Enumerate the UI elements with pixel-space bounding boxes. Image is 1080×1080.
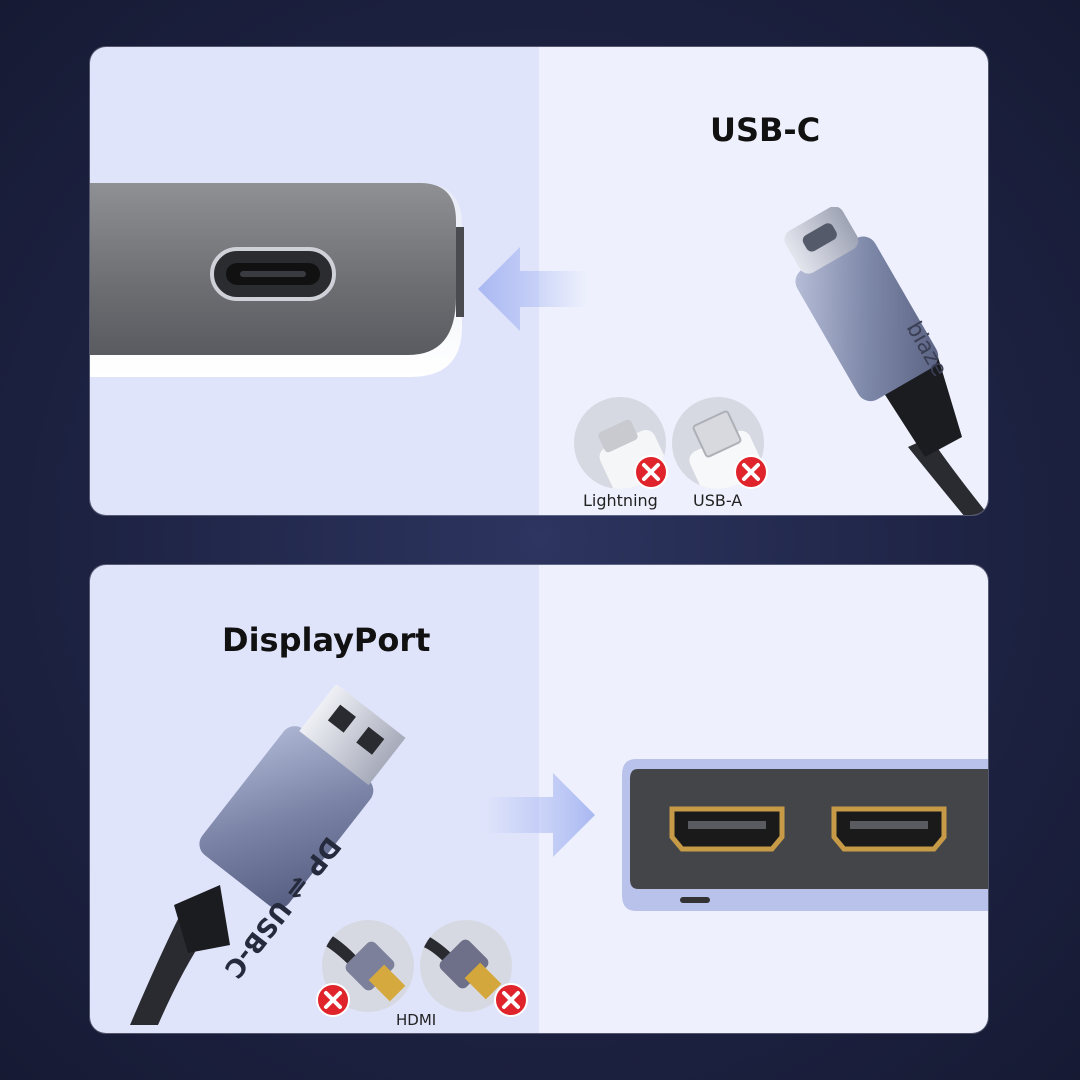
displayport-cable-illustration: DP ⇌ USB-C xyxy=(130,685,406,1025)
hdmi-label: HDMI xyxy=(396,1011,437,1029)
left-arrow-icon xyxy=(478,247,588,331)
usb-a-cross-icon xyxy=(734,455,768,489)
lightning-cross-icon xyxy=(634,455,668,489)
hdmi-cross-icon-1 xyxy=(316,983,350,1017)
hdmi-8k-connector-icon xyxy=(322,930,406,1002)
usb-c-cable-illustration: biaze xyxy=(784,207,988,515)
hdmi-device-illustration xyxy=(622,759,988,911)
right-arrow-icon xyxy=(485,773,595,857)
hdmi-cross-icon-2 xyxy=(494,983,528,1017)
hdmi-gold-connector-icon xyxy=(420,932,502,1000)
usb-c-panel: USB-C biaze xyxy=(90,47,988,515)
displayport-panel: DisplayPort DP ⇌ USB-C xyxy=(90,565,988,1033)
hdmi-port-1 xyxy=(669,806,785,852)
displayport-title: DisplayPort xyxy=(222,621,431,659)
usb-a-label: USB-A xyxy=(693,491,743,510)
lightning-label: Lightning xyxy=(583,491,658,510)
usb-c-device-illustration xyxy=(90,183,464,377)
hdmi-port-2 xyxy=(831,806,947,852)
usb-c-title: USB-C xyxy=(710,111,821,149)
